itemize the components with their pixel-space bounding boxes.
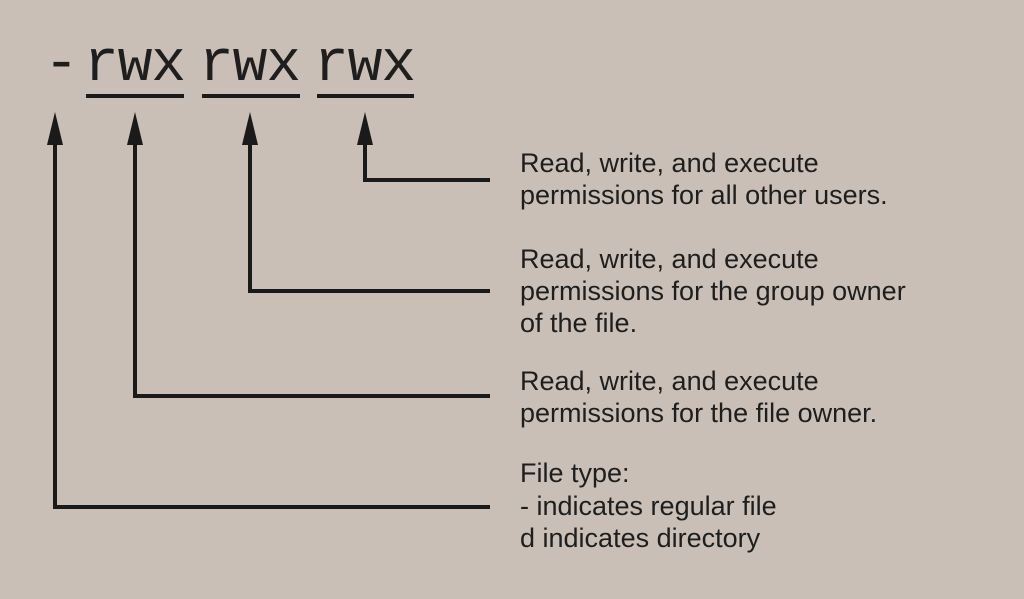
annotation-line: d indicates directory <box>520 523 761 553</box>
annotation-line: File type: <box>520 458 630 488</box>
annotation-line: - indicates regular file <box>520 491 777 521</box>
group-permissions: rwx <box>199 33 301 98</box>
group-arrow-icon <box>242 112 258 145</box>
owner-arrow-icon <box>127 112 143 145</box>
annotation-line: of the file. <box>520 308 637 338</box>
annotation-line: Read, write, and execute <box>520 366 819 396</box>
file-type-annotation: File type: - indicates regular file d in… <box>520 458 777 553</box>
file-type-arrow-icon <box>47 112 63 145</box>
others-arrow-icon <box>357 112 373 145</box>
others-annotation: Read, write, and execute permissions for… <box>520 148 888 210</box>
annotation-line: permissions for the file owner. <box>520 398 877 428</box>
others-connector <box>363 130 490 182</box>
annotation-line: Read, write, and execute <box>520 244 819 274</box>
annotation-line: permissions for the group owner <box>520 276 906 306</box>
others-permissions: rwx <box>314 33 416 98</box>
owner-connector <box>133 130 490 398</box>
annotation-line: Read, write, and execute <box>520 148 819 178</box>
owner-annotation: Read, write, and execute permissions for… <box>520 366 877 428</box>
file-type-connector <box>53 130 490 509</box>
file-type-char: - <box>44 33 79 98</box>
annotation-line: permissions for all other users. <box>520 180 888 210</box>
group-annotation: Read, write, and execute permissions for… <box>520 244 906 338</box>
owner-permissions: rwx <box>84 33 186 98</box>
group-connector <box>248 130 490 293</box>
